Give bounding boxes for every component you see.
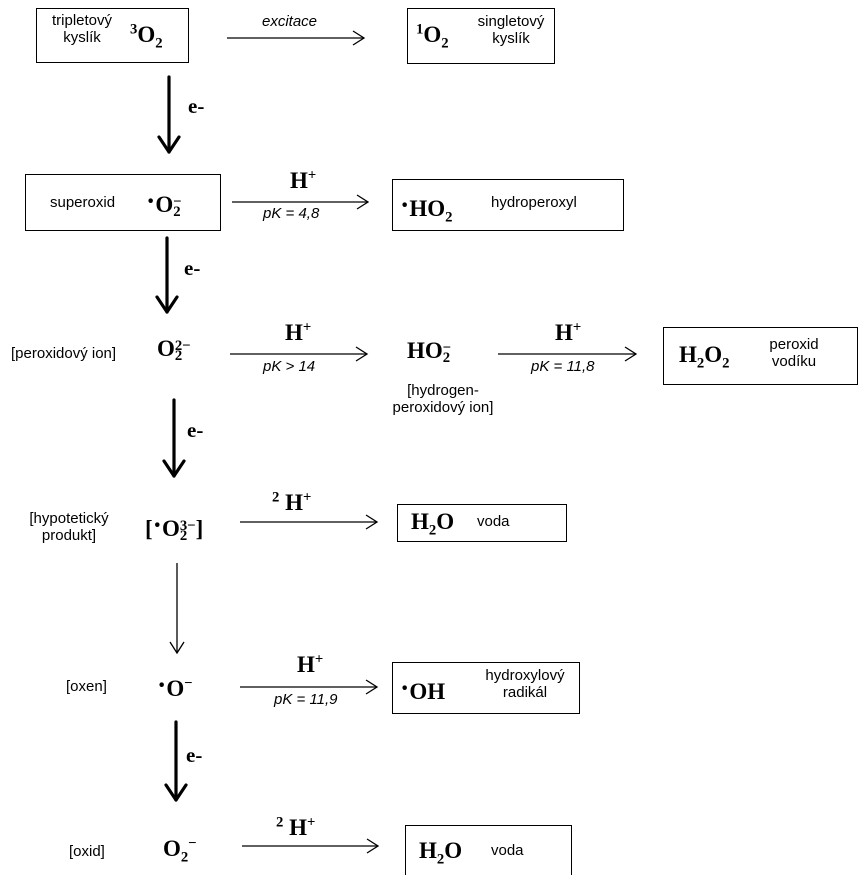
singlet-oxygen-box bbox=[407, 8, 555, 64]
hydroperoxyl-box bbox=[392, 179, 624, 231]
voda-box-1 bbox=[397, 504, 567, 542]
triplet-oxygen-box bbox=[36, 8, 189, 63]
reagent-h-plus-4: H+ bbox=[297, 651, 324, 677]
hydroxyl-label: hydroxylový radikál bbox=[485, 667, 565, 701]
h2o2-box bbox=[663, 327, 858, 385]
triplet-oxygen-formula: 3O2 bbox=[130, 21, 163, 52]
oxid-formula: O2− bbox=[163, 835, 197, 866]
h2o2-formula: H2O2 bbox=[679, 342, 730, 372]
voda-label-2: voda bbox=[491, 842, 524, 859]
reagent-2h-plus-1: 2 H+ bbox=[272, 489, 312, 515]
hydrogenperoxid-formula: HO−2 bbox=[407, 338, 452, 366]
hydroxyl-box bbox=[392, 662, 580, 714]
reagent-h-plus-3: H+ bbox=[555, 319, 582, 345]
hydroperoxyl-label: hydroperoxyl bbox=[491, 194, 577, 211]
oxen-formula: ·O− bbox=[157, 670, 193, 701]
reagent-h-plus-1: H+ bbox=[290, 167, 317, 193]
voda-formula-2: H2O bbox=[419, 838, 463, 868]
pk-value-1: pK = 4,8 bbox=[263, 205, 320, 222]
oxid-label: [oxid] bbox=[69, 843, 105, 860]
reagent-2h-plus-2: 2 H+ bbox=[276, 814, 316, 840]
oxen-label: [oxen] bbox=[66, 678, 107, 695]
superoxid-box bbox=[25, 174, 221, 231]
singlet-oxygen-formula: 1O2 bbox=[416, 21, 449, 52]
singlet-oxygen-label: singletový kyslík bbox=[477, 13, 545, 47]
excitace-label: excitace bbox=[262, 13, 318, 30]
peroxid-ion-label: [peroxidový ion] bbox=[11, 345, 117, 362]
triplet-oxygen-label: tripletový kyslík bbox=[51, 12, 113, 46]
hydrogenperoxid-label: [hydrogen- peroxidový ion] bbox=[392, 382, 494, 416]
hydroxyl-formula: ·OH bbox=[400, 673, 446, 704]
superoxid-label: superoxid bbox=[50, 194, 116, 211]
electron-label-3: e- bbox=[187, 418, 204, 442]
voda-label-1: voda bbox=[477, 513, 510, 530]
pk-value-4: pK = 11,9 bbox=[274, 691, 338, 708]
pk-value-2: pK > 14 bbox=[263, 358, 316, 375]
electron-label-1: e- bbox=[188, 94, 205, 118]
hydroperoxyl-formula: ·HO2 bbox=[400, 190, 453, 226]
voda-formula-1: H2O bbox=[411, 509, 455, 539]
hypoteticky-produkt-label: [hypotetický produkt] bbox=[29, 510, 109, 544]
superoxid-formula: ·O−2 bbox=[146, 186, 182, 220]
pk-value-3: pK = 11,8 bbox=[531, 358, 595, 375]
h2o2-label: peroxid vodíku bbox=[769, 336, 819, 370]
reagent-h-plus-2: H+ bbox=[285, 319, 312, 345]
electron-label-4: e- bbox=[186, 743, 203, 767]
voda-box-2 bbox=[405, 825, 572, 875]
electron-label-2: e- bbox=[184, 256, 201, 280]
